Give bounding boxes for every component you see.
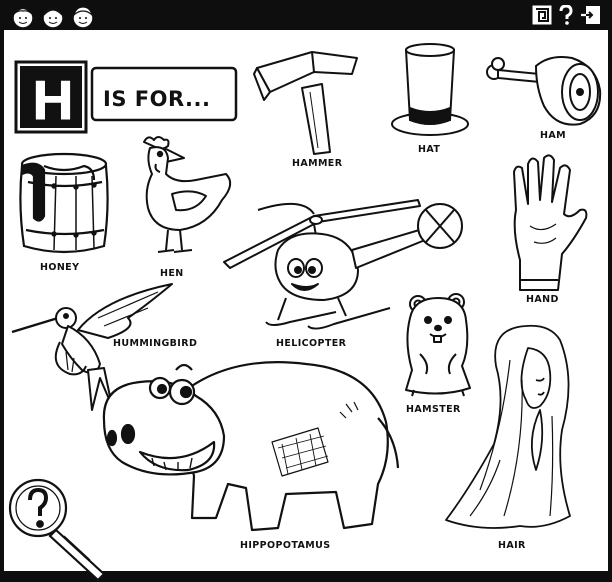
label-hand: HAND	[526, 294, 559, 305]
hen-icon	[143, 136, 232, 253]
hammer-icon	[253, 51, 358, 155]
label-hippopotamus: HIPPOPOTAMUS	[240, 540, 331, 551]
label-hamster: HAMSTER	[406, 404, 461, 415]
hair-icon	[445, 324, 571, 529]
label-hair: HAIR	[498, 540, 526, 551]
hummingbird-icon	[11, 283, 173, 411]
title-text: IS FOR...	[103, 87, 211, 111]
label-hammer: HAMMER	[292, 158, 343, 169]
label-honey: HONEY	[40, 262, 80, 273]
label-hat: HAT	[418, 144, 441, 155]
title-banner	[14, 60, 238, 134]
magnifier-question-icon	[8, 478, 106, 582]
helicopter-icon	[223, 199, 463, 330]
ham-icon	[486, 56, 602, 126]
question-icon[interactable]	[558, 5, 574, 25]
hat-icon	[391, 43, 469, 136]
hippopotamus-icon	[102, 361, 400, 532]
exit-door-icon[interactable]	[580, 5, 602, 25]
label-hummingbird: HUMMINGBIRD	[113, 338, 198, 349]
label-ham: HAM	[540, 130, 566, 141]
label-hen: HEN	[160, 268, 184, 279]
title-letter: H	[30, 70, 75, 128]
page-border-right	[608, 30, 612, 571]
top-bar	[0, 0, 612, 30]
label-helicopter: HELICOPTER	[276, 338, 347, 349]
letter-h-icon: H	[30, 70, 76, 128]
page-border-left	[0, 30, 4, 571]
honey-barrel-icon	[19, 152, 109, 254]
kids-faces-icon	[12, 6, 94, 29]
hamster-icon	[405, 293, 471, 397]
hand-icon	[513, 154, 588, 291]
maze-icon[interactable]	[532, 5, 552, 25]
bottom-bar	[0, 571, 612, 582]
